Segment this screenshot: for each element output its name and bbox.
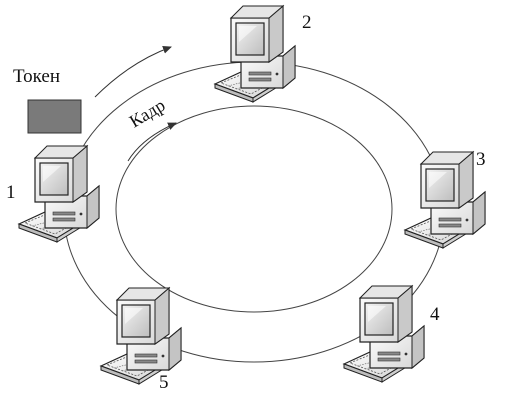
frame-label: Кадр: [126, 95, 169, 132]
token-packet: [27, 99, 82, 134]
computer-4-icon: [343, 285, 425, 383]
computer-1-icon: [18, 145, 100, 243]
inner-ring: [115, 105, 393, 313]
node-label-4: 4: [430, 304, 440, 325]
node-label-3: 3: [476, 149, 486, 170]
node-label-5: 5: [159, 372, 169, 393]
computer-5-icon: [100, 287, 182, 385]
computer-2-icon: [214, 5, 296, 103]
node-label-1: 1: [6, 182, 16, 203]
computer-3-icon: [404, 151, 486, 249]
frame-direction-arrow: [127, 122, 177, 162]
token-label: Токен: [13, 66, 60, 87]
token-direction-arrow: [94, 45, 172, 98]
node-label-2: 2: [302, 12, 312, 33]
